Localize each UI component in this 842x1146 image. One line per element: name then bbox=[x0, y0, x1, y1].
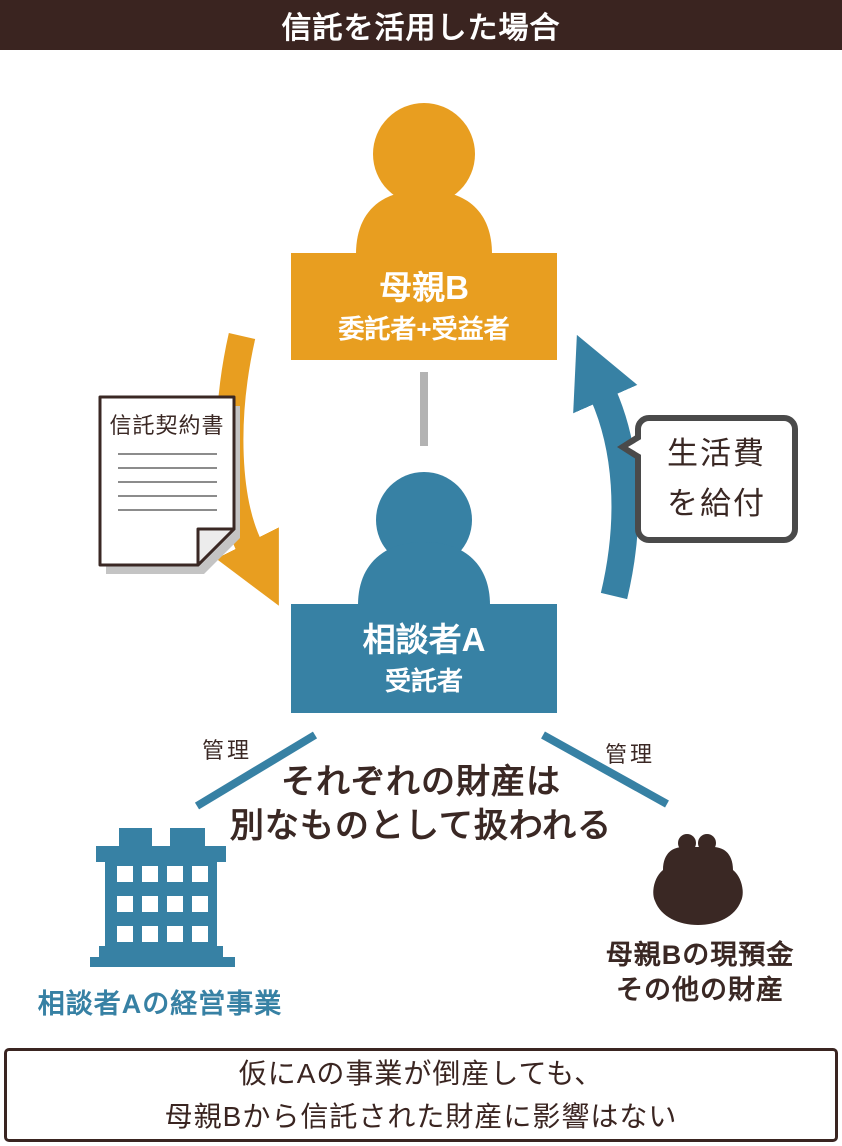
manage-line-left bbox=[194, 731, 318, 810]
mother-box: 母親B 委託者+受益者 bbox=[291, 253, 557, 360]
cash-asset-label: 母親Bの現預金 その他の財産 bbox=[588, 938, 812, 1008]
trust-document-label: 信託契約書 bbox=[109, 413, 225, 438]
benefit-line-2: を給付 bbox=[667, 486, 766, 521]
page-title: 信託を活用した場合 bbox=[281, 12, 561, 45]
footer-note-box: 仮にAの事業が倒産しても、 母親Bから信託された財産に影響はない bbox=[4, 1048, 838, 1142]
consultant-name: 相談者A bbox=[362, 620, 486, 658]
center-note: それぞれの財産は 別なものとして扱われる bbox=[0, 760, 842, 848]
consultant-role: 受託者 bbox=[384, 665, 463, 696]
benefit-flow-up-arrow-icon bbox=[573, 334, 639, 600]
connector-line bbox=[420, 372, 428, 446]
trust-document-icon bbox=[98, 395, 240, 574]
manage-line-right bbox=[541, 731, 669, 808]
manage-label-left: 管理 bbox=[202, 738, 253, 763]
cash-asset-line-2: その他の財産 bbox=[616, 975, 784, 1005]
benefit-bubble: 生活費 を給付 bbox=[617, 415, 798, 543]
manage-label-right: 管理 bbox=[605, 742, 656, 767]
center-note-line-1: それぞれの財産は bbox=[281, 763, 561, 801]
mother-name: 母親B bbox=[379, 268, 469, 306]
consultant-box: 相談者A 受託者 bbox=[291, 604, 557, 713]
building-icon bbox=[90, 828, 235, 967]
footer-line-2: 母親Bから信託された財産に影響はない bbox=[164, 1101, 678, 1132]
cash-asset-line-1: 母親Bの現預金 bbox=[605, 940, 795, 970]
document-text-lines bbox=[118, 453, 217, 511]
title-bar: 信託を活用した場合 bbox=[0, 0, 842, 50]
footer-line-1: 仮にAの事業が倒産しても、 bbox=[238, 1058, 604, 1089]
center-note-line-2: 別なものとして扱われる bbox=[229, 807, 613, 845]
mother-role: 委託者+受益者 bbox=[338, 313, 510, 344]
business-asset-label: 相談者Aの経営事業 bbox=[37, 989, 283, 1019]
consultant-person-icon bbox=[358, 472, 490, 605]
benefit-line-1: 生活費 bbox=[667, 436, 766, 471]
mother-person-icon bbox=[356, 103, 492, 254]
purse-icon bbox=[653, 834, 743, 925]
